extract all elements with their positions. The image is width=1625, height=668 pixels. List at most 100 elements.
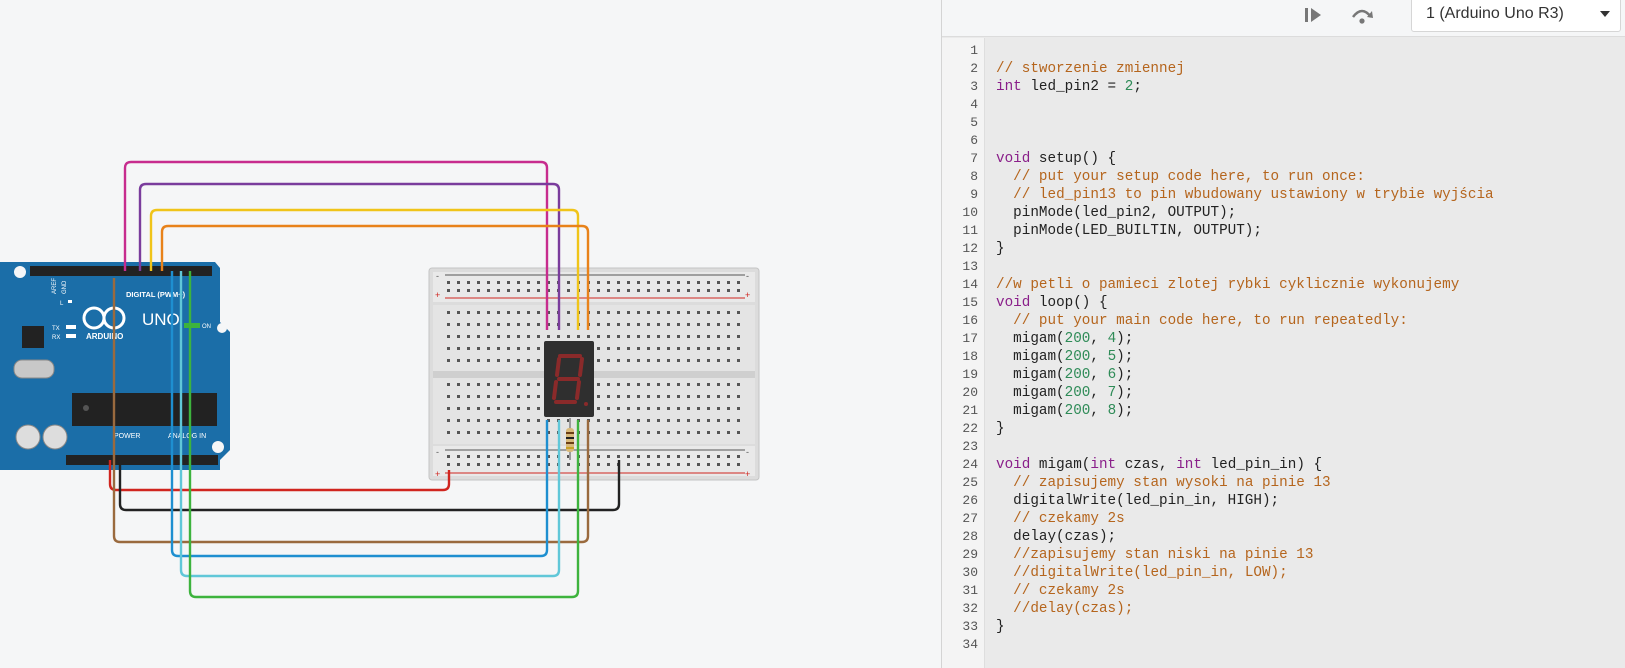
on-label: ON (202, 324, 211, 330)
aref-label: AREF (52, 278, 58, 294)
line-number: 24 (962, 457, 978, 472)
line-number: 2 (970, 61, 978, 76)
svg-text:-: - (436, 447, 439, 457)
code-line: void setup() { (996, 151, 1117, 167)
line-number: 13 (962, 259, 978, 274)
gnd-label: GND (62, 280, 68, 294)
wire-purple (138, 182, 561, 330)
line-number: 11 (962, 223, 978, 238)
code-line: } (996, 619, 1005, 635)
simulator-toolbar: 1 (Arduino Uno R3) (942, 0, 1625, 37)
line-number: 30 (962, 565, 978, 580)
line-number: 32 (962, 601, 978, 616)
line-number: 27 (962, 511, 978, 526)
code-line: migam(200, 7); (996, 385, 1134, 401)
wire-yellow (149, 208, 580, 330)
step-over-button[interactable] (1347, 2, 1377, 28)
line-number: 8 (970, 169, 978, 184)
line-number: 34 (962, 637, 978, 652)
code-line: migam(200, 8); (996, 403, 1134, 419)
line-number: 16 (962, 313, 978, 328)
svg-text:-: - (746, 447, 749, 457)
svg-text:+: + (745, 290, 750, 300)
line-number: 21 (962, 403, 978, 418)
code-line: pinMode(LED_BUILTIN, OUTPUT); (996, 223, 1262, 239)
code-line: digitalWrite(led_pin_in, HIGH); (996, 493, 1280, 509)
line-number: 33 (962, 619, 978, 634)
code-line: // put your setup code here, to run once… (1013, 169, 1365, 185)
code-line: void loop() { (996, 295, 1108, 311)
line-number: 15 (962, 295, 978, 310)
tx-label: TX (52, 326, 60, 332)
code-line: // put your main code here, to run repea… (1013, 313, 1408, 329)
l-label: L (60, 301, 64, 307)
svg-text:-: - (436, 271, 439, 281)
code-line: migam(200, 4); (996, 331, 1134, 347)
line-number: 22 (962, 421, 978, 436)
code-line: //digitalWrite(led_pin_in, LOW); (1013, 565, 1288, 581)
code-line: //delay(czas); (1013, 601, 1134, 617)
wire-black (118, 460, 621, 512)
line-number: 7 (970, 151, 978, 166)
seven-segment-display[interactable] (544, 341, 594, 417)
resistor[interactable] (566, 418, 574, 460)
circuit-canvas[interactable]: - + - + - + - + (0, 0, 941, 668)
code-line: // czekamy 2s (1013, 583, 1125, 599)
analog-in-label: ANALOG IN (168, 433, 206, 440)
line-number: 23 (962, 439, 978, 454)
code-line: // stworzenie zmiennej (996, 61, 1185, 77)
code-line: // led_pin13 to pin wbudowany ustawiony … (1013, 187, 1494, 203)
wire-green (188, 271, 580, 599)
digital-pwm-label: DIGITAL (PWM~) (126, 290, 186, 299)
device-select-label: 1 (Arduino Uno R3) (1426, 5, 1564, 22)
rx-label: RX (52, 335, 60, 341)
wire-magenta (123, 160, 549, 330)
line-number: 3 (970, 79, 978, 94)
svg-text:+: + (435, 290, 440, 300)
code-line: void migam(int czas, int led_pin_in) { (996, 457, 1323, 473)
line-number: 10 (962, 205, 978, 220)
arduino-uno-logo-text: UNO (142, 310, 180, 329)
arduino-brand-text: ARDUINO (86, 332, 123, 341)
svg-text:+: + (745, 469, 750, 479)
code-line: delay(czas); (996, 529, 1117, 545)
code-line: } (996, 421, 1005, 437)
line-number: 5 (970, 115, 978, 130)
line-number: 26 (962, 493, 978, 508)
circuit-diagram[interactable]: - + - + - + - + (0, 0, 941, 668)
code-line: int led_pin2 = 2; (996, 79, 1142, 95)
line-number: 14 (962, 277, 978, 292)
wire-cyan (179, 271, 561, 578)
line-number: 29 (962, 547, 978, 562)
chevron-down-icon (1600, 11, 1610, 17)
wire-blue (170, 271, 549, 558)
code-line: } (996, 241, 1005, 257)
wire-orange (160, 224, 590, 330)
step-play-icon (1305, 8, 1321, 22)
svg-text:-: - (746, 271, 749, 281)
code-line: migam(200, 5); (996, 349, 1134, 365)
code-line: //w petli o pamieci zlotej rybki cyklicz… (996, 277, 1460, 293)
line-number: 6 (970, 133, 978, 148)
line-number: 9 (970, 187, 978, 202)
step-over-icon (1352, 9, 1373, 24)
line-number: 12 (962, 241, 978, 256)
line-number: 4 (970, 97, 978, 112)
line-number: 1 (970, 43, 978, 58)
line-number: 17 (962, 331, 978, 346)
device-select[interactable]: 1 (Arduino Uno R3) (1411, 0, 1621, 32)
line-number: 31 (962, 583, 978, 598)
line-number: 25 (962, 475, 978, 490)
line-number: 20 (962, 385, 978, 400)
line-number: 28 (962, 529, 978, 544)
code-line: migam(200, 6); (996, 367, 1134, 383)
power-label: POWER (114, 433, 140, 440)
svg-text:+: + (435, 469, 440, 479)
wire-brown (112, 278, 590, 544)
code-line: pinMode(led_pin2, OUTPUT); (996, 205, 1237, 221)
code-line: // zapisujemy stan wysoki na pinie 13 (1013, 475, 1331, 491)
step-play-button[interactable] (1298, 2, 1328, 28)
